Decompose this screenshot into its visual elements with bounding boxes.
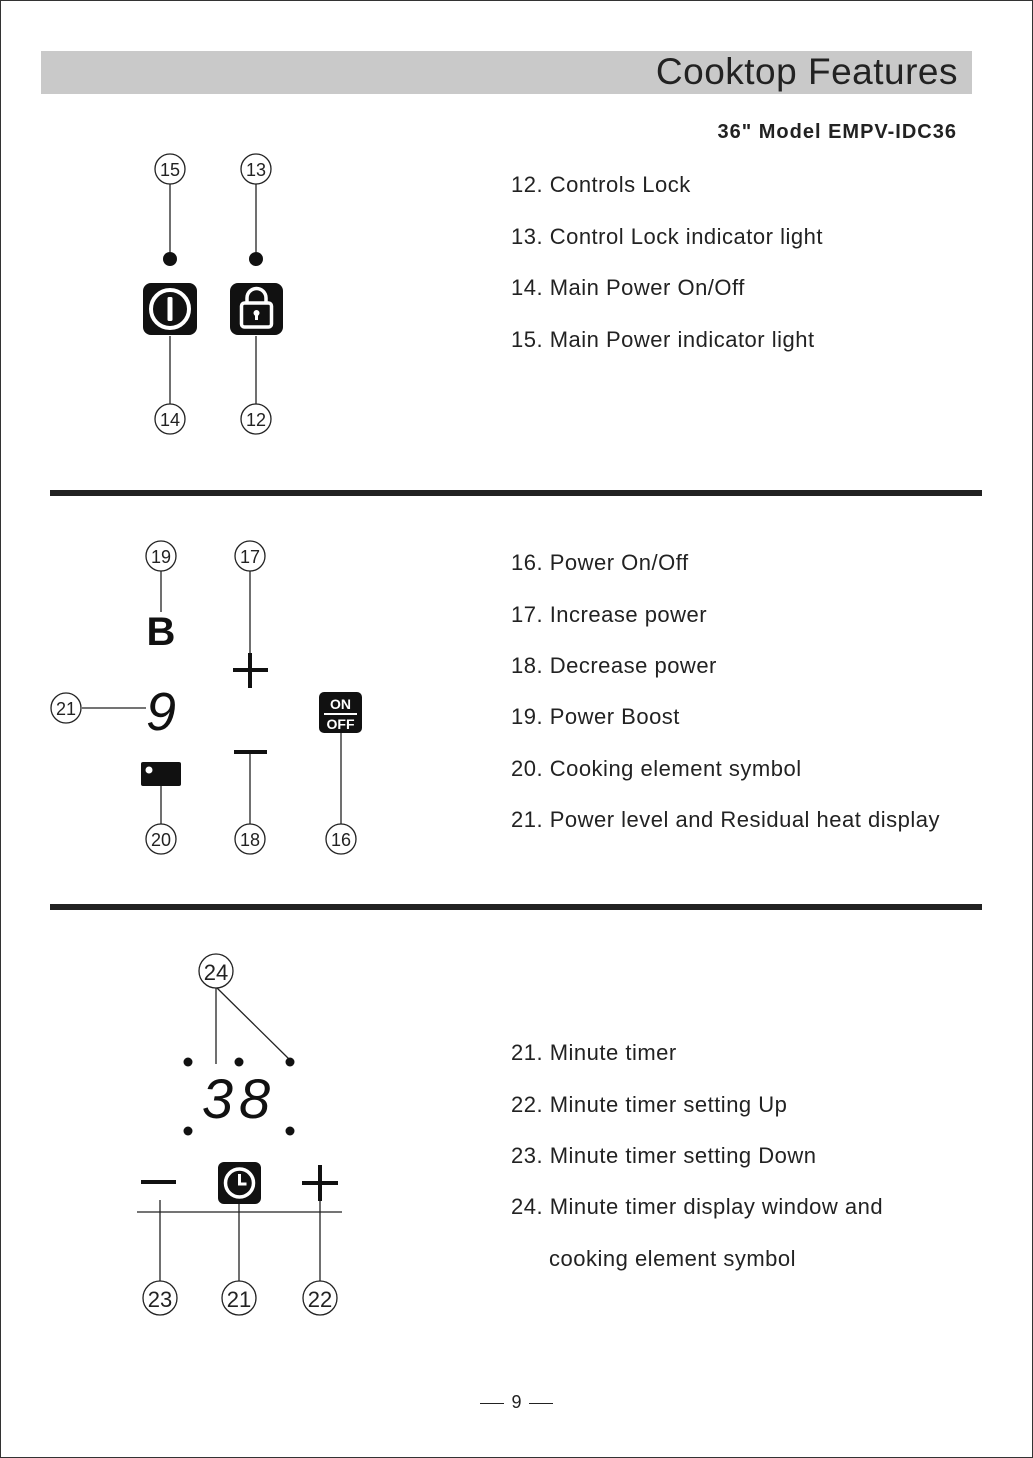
callout-21-label: 21 — [56, 699, 76, 719]
main-power-indicator-light — [163, 252, 177, 266]
power-icon — [143, 283, 197, 335]
callout-24: 24 — [198, 953, 234, 989]
callout-21: 21 — [50, 692, 82, 724]
feature-item-13: 13. Control Lock indicator light — [511, 224, 823, 249]
page-title: Cooktop Features — [655, 51, 958, 92]
lock-icon — [230, 283, 283, 335]
callout-13: 13 — [240, 153, 272, 185]
callout-18-label: 18 — [240, 830, 260, 850]
callout-16-label: 16 — [331, 830, 351, 850]
feature-item-20: 20. Cooking element symbol — [511, 756, 802, 781]
on-off-button-icon: ON OFF — [319, 692, 362, 733]
callout-13-label: 13 — [246, 160, 266, 180]
feature-item-16: 16. Power On/Off — [511, 550, 689, 575]
callout-14: 14 — [154, 403, 186, 435]
model-label: 36" Model EMPV-IDC36 — [717, 121, 957, 143]
callout-19: 19 — [145, 540, 177, 572]
feature-item-24: 24. Minute timer display window and — [511, 1194, 884, 1219]
feature-item-18: 18. Decrease power — [511, 653, 717, 678]
feature-item-21-timer: 21. Minute timer — [511, 1040, 677, 1065]
power-level-display: 9 — [146, 682, 176, 742]
footer-dash-right — [528, 1402, 553, 1404]
clock-icon — [218, 1162, 261, 1204]
page-footer: 9 — [0, 1392, 1033, 1413]
power-boost-symbol: B — [147, 610, 176, 654]
feature-item-21: 21. Power level and Residual heat displa… — [511, 807, 940, 832]
cooking-element-symbol-icon — [141, 762, 181, 786]
callout-12-label: 12 — [246, 410, 266, 430]
control-lock-indicator-light — [249, 252, 263, 266]
callout-18: 18 — [234, 823, 266, 855]
timer-up-plus-icon — [302, 1165, 338, 1201]
feature-item-15: 15. Main Power indicator light — [511, 327, 815, 352]
callout-24-label: 24 — [204, 960, 228, 985]
callout-14-label: 14 — [160, 410, 180, 430]
callout-21-timer-label: 21 — [227, 1287, 251, 1312]
on-label: ON — [330, 696, 351, 712]
callout-23-label: 23 — [148, 1287, 172, 1312]
callout-22: 22 — [302, 1280, 338, 1316]
callout-19-label: 19 — [151, 547, 171, 567]
cooking-element-indicator-dots — [183, 1057, 295, 1136]
feature-item-22: 22. Minute timer setting Up — [511, 1092, 788, 1117]
increase-power-plus-icon — [233, 653, 268, 688]
page-number: 9 — [511, 1392, 522, 1412]
feature-item-23: 23. Minute timer setting Down — [511, 1143, 817, 1168]
callout-21-timer: 21 — [221, 1280, 257, 1316]
callout-20-label: 20 — [151, 830, 171, 850]
callout-17: 17 — [234, 540, 266, 572]
timer-down-minus-icon — [141, 1180, 176, 1184]
callout-15-label: 15 — [160, 160, 180, 180]
feature-item-12: 12. Controls Lock — [511, 172, 691, 197]
decrease-power-minus-icon — [234, 750, 267, 754]
feature-item-17: 17. Increase power — [511, 602, 708, 627]
minute-timer-display: 38 — [202, 1067, 276, 1130]
callout-12: 12 — [240, 403, 272, 435]
callout-23: 23 — [142, 1280, 178, 1316]
off-label: OFF — [327, 716, 355, 732]
callout-17-label: 17 — [240, 547, 260, 567]
section-divider-2 — [50, 904, 982, 910]
footer-dash-left — [480, 1402, 505, 1404]
feature-item-14: 14. Main Power On/Off — [511, 275, 745, 300]
feature-item-19: 19. Power Boost — [511, 704, 680, 729]
section-divider-1 — [50, 490, 982, 496]
feature-item-24-continued: cooking element symbol — [549, 1246, 797, 1271]
callout-16: 16 — [325, 823, 357, 855]
title-bar: Cooktop Features — [41, 51, 972, 94]
callout-22-label: 22 — [308, 1287, 332, 1312]
callout-20: 20 — [145, 823, 177, 855]
callout-15: 15 — [154, 153, 186, 185]
